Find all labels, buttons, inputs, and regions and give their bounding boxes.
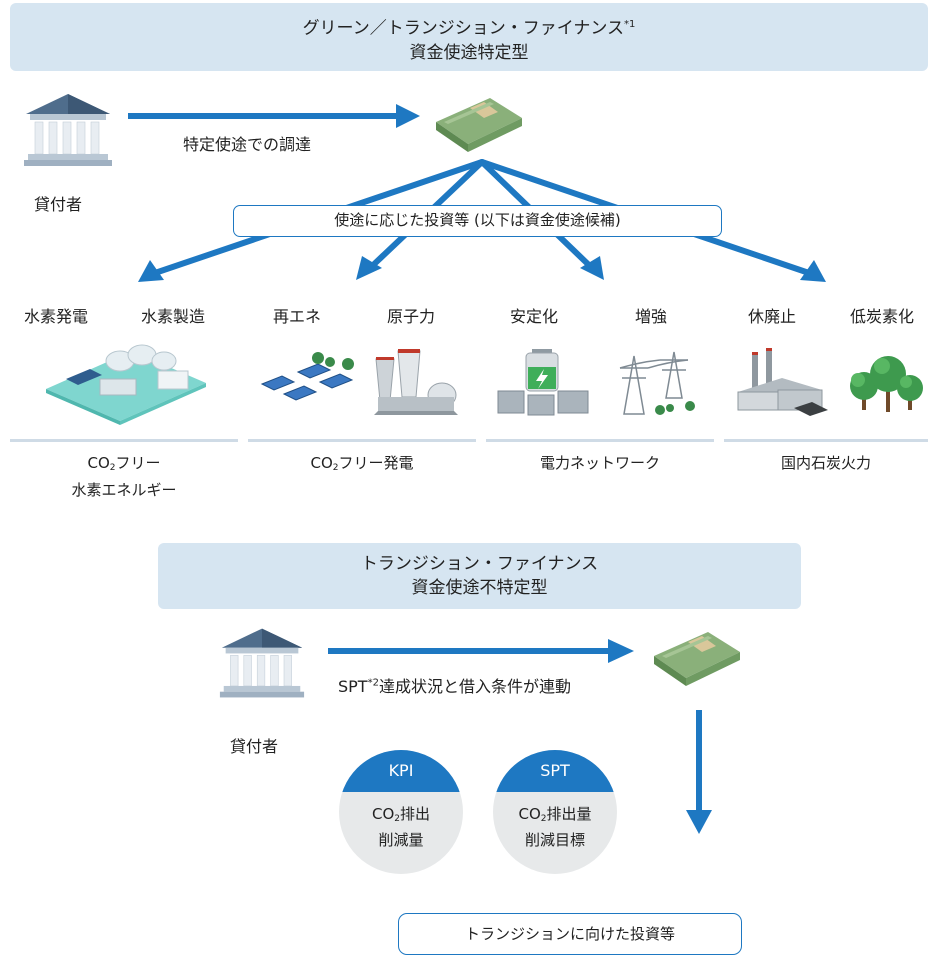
candidate-stabilization: 安定化 [510, 307, 559, 326]
category-rule-3 [486, 439, 714, 442]
category-coal: 国内石炭火力 [780, 454, 871, 472]
category-hydrogen: CO2フリー 水素エネルギー [71, 454, 177, 499]
bank-icon [22, 92, 114, 168]
transition-investment-pill: トランジションに向けた投資等 [398, 913, 742, 955]
lender-label-top: 貸付者 [34, 195, 83, 214]
flow-label-top: 特定使途での調達 [183, 135, 312, 154]
kpi-text: CO2排出 削減量 [371, 805, 431, 849]
flow-label-bottom: SPT*2達成状況と借入条件が連動 [338, 677, 571, 696]
candidate-renewables: 再エネ [273, 307, 322, 326]
solar-panel-icon [258, 350, 358, 412]
down-arrow-bottom [686, 710, 712, 834]
flow-arrow-bottom [328, 639, 634, 663]
coal-plant-icon [732, 348, 828, 420]
top-banner-title: グリーン／トランジション・ファイナンス [302, 18, 625, 39]
money-stack-icon [430, 92, 526, 156]
money-stack-icon [648, 626, 744, 690]
candidate-reinforcement: 増強 [635, 307, 668, 326]
bottom-banner: トランジション・ファイナンス 資金使途不特定型 [158, 543, 801, 609]
candidate-hydrogen-production: 水素製造 [141, 307, 206, 326]
hydrogen-plant-icon [40, 335, 212, 425]
category-co2-free-power: CO2フリー発電 [310, 454, 414, 473]
top-banner-subtitle: 資金使途特定型 [409, 42, 529, 63]
category-rule-1 [10, 439, 238, 442]
category-rule-2 [248, 439, 476, 442]
bottom-banner-subtitle: 資金使途不特定型 [411, 578, 548, 598]
category-grid: 電力ネットワーク [539, 454, 660, 472]
flow-arrow-top [128, 104, 420, 128]
nuclear-plant-icon [372, 345, 462, 417]
top-banner: グリーン／トランジション・ファイナンス*1 資金使途特定型 [10, 3, 928, 71]
spt-text: CO2排出量 削減目標 [518, 805, 592, 849]
bottom-banner-title: トランジション・ファイナンス [360, 554, 599, 574]
transmission-tower-icon [610, 348, 700, 420]
spt-caption: SPT [493, 750, 617, 792]
battery-storage-icon [496, 345, 596, 419]
spt-circle: SPT CO2排出量 削減目標 [493, 750, 617, 874]
lender-label-bottom: 貸付者 [230, 737, 279, 756]
footnote-marker-1: *1 [624, 19, 636, 30]
bank-icon [218, 626, 306, 700]
kpi-circle: KPI CO2排出 削減量 [339, 750, 463, 874]
candidate-decommission: 休廃止 [748, 307, 797, 326]
candidate-hydrogen-power: 水素発電 [24, 307, 89, 326]
candidate-low-carbon: 低炭素化 [850, 307, 915, 326]
candidate-nuclear: 原子力 [387, 307, 436, 326]
category-rule-4 [724, 439, 928, 442]
use-of-proceeds-pill: 使途に応じた投資等 (以下は資金使途候補) [233, 205, 722, 237]
forest-icon [844, 350, 930, 418]
kpi-caption: KPI [339, 750, 463, 792]
